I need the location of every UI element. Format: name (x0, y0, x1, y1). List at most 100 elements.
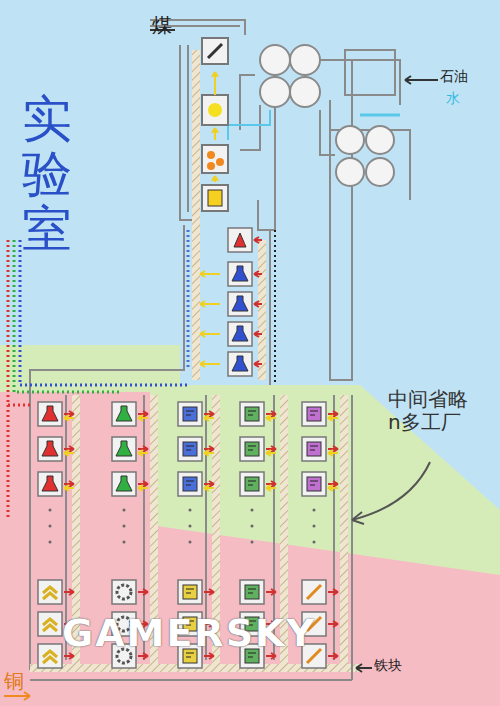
machine-icon (202, 38, 228, 211)
belt-lanes (30, 395, 360, 672)
arrowhead (333, 589, 338, 595)
machine-icon (38, 472, 62, 496)
arrowhead (405, 76, 411, 84)
arrowhead (209, 481, 214, 487)
input-label: 煤 (152, 14, 172, 37)
machine-icon (228, 292, 252, 316)
ellipsis-dot (251, 525, 254, 528)
arrowhead (333, 653, 338, 659)
area-title: 实验室 (22, 92, 72, 257)
machine-icon (228, 262, 252, 286)
machine-icon (112, 472, 136, 496)
ellipsis-dot (251, 509, 254, 512)
input-label: 铜 (4, 670, 24, 693)
arrowhead (143, 446, 148, 452)
arrowhead (138, 450, 143, 456)
arrowhead (271, 589, 276, 595)
ellipsis-dot (313, 525, 316, 528)
arrowhead (200, 361, 205, 367)
ellipsis-dot (251, 541, 254, 544)
arrowhead (204, 450, 209, 456)
machine-icon (38, 612, 62, 636)
machine-icon (112, 580, 136, 604)
machine-icon (112, 437, 136, 461)
machine-icon (228, 352, 252, 376)
machine-icon (178, 437, 202, 461)
pipes (240, 75, 335, 155)
inserter-arrow (214, 72, 216, 95)
arrowhead (24, 692, 30, 700)
ellipsis-dot (49, 541, 52, 544)
blue-line (187, 230, 190, 370)
note: 中间省略 n多工厂 (388, 388, 478, 434)
wall (269, 230, 271, 385)
machine-icon (228, 228, 252, 252)
pink-region (0, 392, 500, 706)
machine-icon (240, 402, 264, 426)
input-arrow (4, 695, 30, 697)
arrowhead (138, 485, 143, 491)
ellipsis-dot (123, 525, 126, 528)
arrowhead (266, 485, 271, 491)
input-label: 水 (446, 90, 460, 106)
leader-arrowhead (352, 512, 364, 524)
arrowhead (69, 411, 74, 417)
ellipsis-dot (49, 509, 52, 512)
arrowhead (200, 271, 205, 277)
arrowhead (271, 411, 276, 417)
arrowhead (200, 331, 205, 337)
arrowhead (143, 589, 148, 595)
ellipsis-dot (49, 525, 52, 528)
input-label: 铁块 (374, 657, 402, 673)
ellipsis-dot (123, 541, 126, 544)
arrowhead (328, 485, 333, 491)
machine-icon (302, 437, 326, 461)
wall (30, 225, 184, 670)
arrowhead (328, 450, 333, 456)
arrowhead (212, 72, 218, 77)
arrowhead (69, 481, 74, 487)
arrowhead (69, 589, 74, 595)
arrowhead (254, 331, 259, 337)
arrowhead (143, 411, 148, 417)
machine-icon (38, 402, 62, 426)
ellipsis-dot (123, 509, 126, 512)
arrowhead (143, 481, 148, 487)
belt (192, 50, 200, 380)
arrowhead (254, 301, 259, 307)
arrowhead (333, 621, 338, 627)
machine-icon (38, 580, 62, 604)
belt (258, 240, 266, 380)
arrowhead (64, 415, 69, 421)
arrowhead (138, 415, 143, 421)
arrowhead (64, 485, 69, 491)
arrowhead (266, 450, 271, 456)
green-region (0, 345, 500, 706)
machine-icon (112, 402, 136, 426)
arrowhead (64, 450, 69, 456)
arrowhead (212, 128, 218, 133)
machine-icon (38, 437, 62, 461)
red-line (7, 240, 10, 520)
machine-icon (240, 472, 264, 496)
input-label: 石油 (440, 68, 468, 84)
arrowhead (254, 361, 259, 367)
water-pipe (228, 110, 270, 140)
arrowhead (200, 301, 205, 307)
machine-icon (302, 472, 326, 496)
walls (30, 395, 352, 680)
water-pipe (360, 114, 400, 117)
ellipsis-dot (189, 525, 192, 528)
arrowhead (356, 664, 362, 672)
machine-icon (228, 322, 252, 346)
arrowhead (333, 446, 338, 452)
arrowhead (209, 446, 214, 452)
arrowhead (266, 415, 271, 421)
arrowhead (204, 415, 209, 421)
machine-icon (178, 402, 202, 426)
arrowhead (271, 446, 276, 452)
machine-icon (302, 402, 326, 426)
arrowhead (333, 481, 338, 487)
arrowhead (204, 485, 209, 491)
input-arrow (405, 79, 438, 81)
